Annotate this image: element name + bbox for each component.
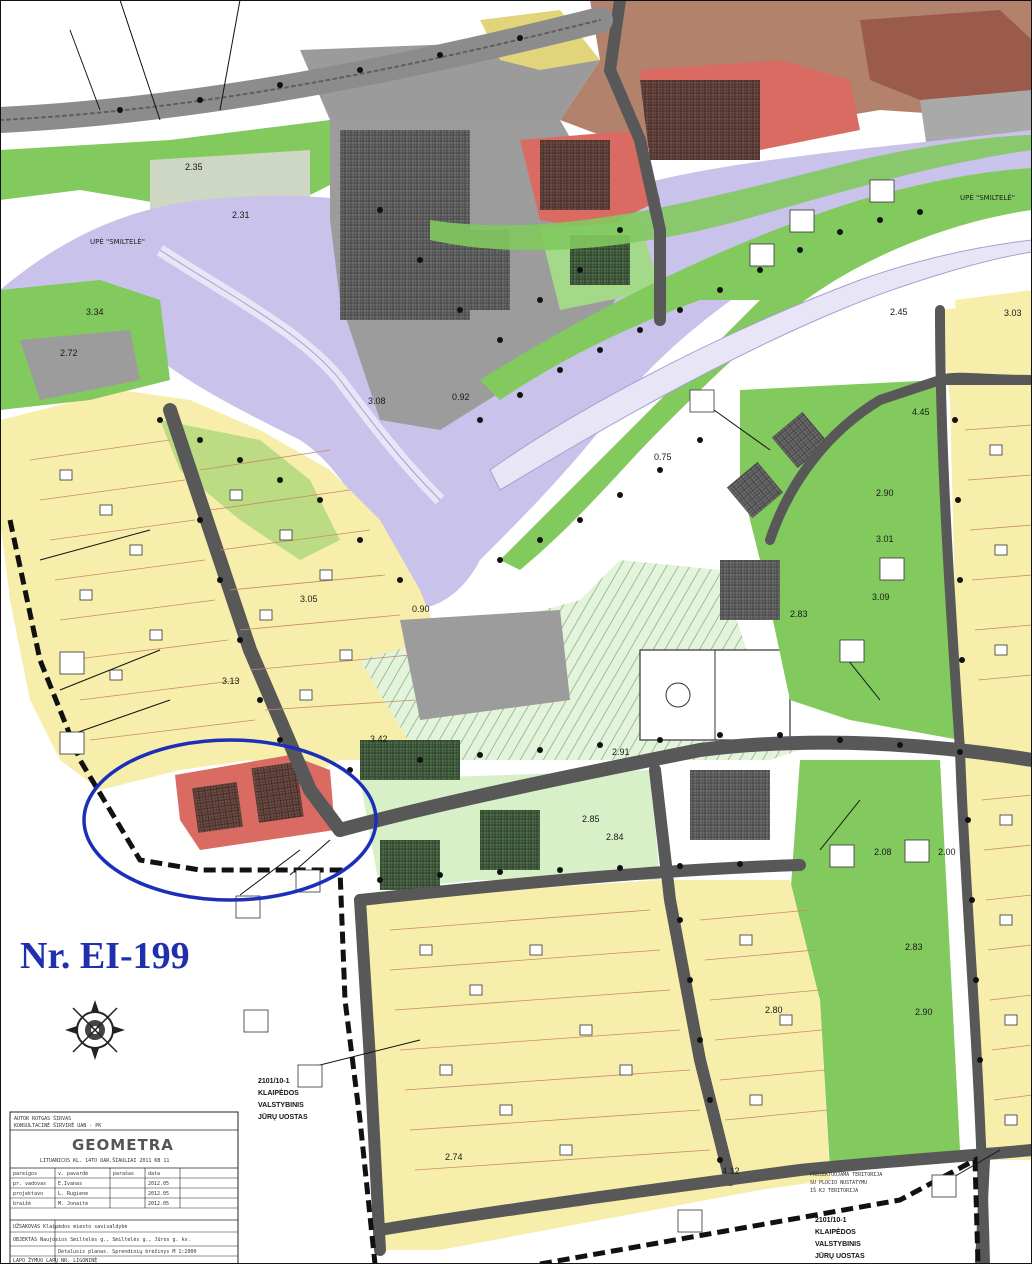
svg-text:KLAIPĖDOS: KLAIPĖDOS	[258, 1089, 299, 1097]
compass-icon	[65, 1000, 125, 1060]
svg-text:2.45: 2.45	[890, 307, 908, 317]
svg-text:2.31: 2.31	[232, 210, 250, 220]
svg-text:LAPO ŽYMUO LAPŲ NR. LIGONINĖ: LAPO ŽYMUO LAPŲ NR. LIGONINĖ	[13, 1256, 97, 1264]
svg-text:3.08: 3.08	[368, 396, 386, 406]
highlighted-plot	[175, 755, 335, 850]
svg-text:2.91: 2.91	[612, 747, 630, 757]
svg-text:L. Rugiene: L. Rugiene	[58, 1191, 88, 1197]
project-note: PROJEKTUOJAMA TERITORIJA SU PLOCIO NUSTA…	[810, 1172, 882, 1194]
svg-text:GEOMETRA: GEOMETRA	[72, 1136, 174, 1154]
svg-text:JŪRŲ UOSTAS: JŪRŲ UOSTAS	[815, 1252, 865, 1260]
svg-text:LITUANICOS KL. 14TO DAR.ŠIAULI: LITUANICOS KL. 14TO DAR.ŠIAULIAI 2011 KB…	[40, 1157, 169, 1164]
svg-text:E.Ivanas: E.Ivanas	[58, 1181, 82, 1187]
small-buildings	[59, 444, 1018, 1156]
svg-text:2.85: 2.85	[582, 814, 600, 824]
svg-text:2.00: 2.00	[938, 847, 956, 857]
svg-text:KLAIPĖDOS: KLAIPĖDOS	[815, 1228, 856, 1236]
south-residential	[360, 880, 830, 1250]
svg-text:2101/10-1: 2101/10-1	[815, 1217, 847, 1224]
plan-number-label: Nr. EI-199	[20, 935, 190, 977]
svg-text:KONSULTACINĖ ŠIRVIRĖ UAB - PK: KONSULTACINĖ ŠIRVIRĖ UAB - PK	[14, 1122, 101, 1129]
svg-text:3.05: 3.05	[300, 594, 318, 604]
highlight-ellipse	[82, 738, 378, 902]
svg-text:SU PLOCIO NUSTATYMU: SU PLOCIO NUSTATYMU	[810, 1180, 867, 1186]
svg-text:2.72: 2.72	[60, 348, 78, 358]
svg-text:3.42: 3.42	[370, 734, 388, 744]
label-boxes	[59, 179, 957, 1233]
svg-text:2.80: 2.80	[765, 1005, 783, 1015]
svg-text:pr. vadovas: pr. vadovas	[13, 1181, 46, 1187]
svg-text:VALSTYBINIS: VALSTYBINIS	[258, 1102, 304, 1109]
svg-text:3.34: 3.34	[86, 307, 104, 317]
riverbank-strips	[156, 135, 1032, 570]
east-residential	[940, 290, 1032, 1160]
area-labels: 3.34 2.72 2.31 2.35 3.08 0.92 0.75 0.90 …	[60, 162, 1022, 1176]
svg-text:2.90: 2.90	[876, 488, 894, 498]
svg-text:UŽSAKOVAS Klaipėdos miesto sa: UŽSAKOVAS Klaipėdos miesto savivaldybė	[13, 1222, 127, 1230]
svg-text:M. Jonaitė: M. Jonaitė	[58, 1201, 88, 1207]
park-zone	[360, 380, 960, 1170]
svg-text:2.90: 2.90	[915, 1007, 933, 1017]
svg-text:PROJEKTUOJAMA TERITORIJA: PROJEKTUOJAMA TERITORIJA	[810, 1172, 882, 1178]
svg-text:braižė: braižė	[13, 1200, 31, 1207]
svg-text:2012.05: 2012.05	[148, 1181, 169, 1187]
survey-markers	[117, 35, 983, 1163]
svg-text:data: data	[148, 1171, 160, 1177]
svg-text:parašas: parašas	[113, 1170, 134, 1177]
svg-text:2.74: 2.74	[445, 1152, 463, 1162]
svg-text:4.12: 4.12	[722, 1166, 740, 1176]
title-block: AUTOR ROTGAS ŠIRVAS KONSULTACINĖ ŠIRVIRĖ…	[9, 1111, 239, 1264]
svg-text:v. pavardė: v. pavardė	[58, 1171, 88, 1177]
place-label-west: 2101/10-1 KLAIPĖDOS VALSTYBINIS JŪRŲ UOS…	[258, 1078, 308, 1121]
svg-text:3.03: 3.03	[1004, 308, 1022, 318]
svg-text:IŠ KJ TERITORIJA: IŠ KJ TERITORIJA	[810, 1187, 858, 1194]
svg-text:0.92: 0.92	[452, 392, 470, 402]
svg-text:2.83: 2.83	[790, 609, 808, 619]
river-label-east: UPĖ "SMILTELĖ"	[960, 193, 1015, 202]
svg-text:0.90: 0.90	[412, 604, 430, 614]
svg-text:2012.05: 2012.05	[148, 1201, 169, 1207]
river-label-west: UPĖ "SMILTELĖ"	[90, 237, 145, 246]
svg-text:0.75: 0.75	[654, 452, 672, 462]
svg-text:4.45: 4.45	[912, 407, 930, 417]
svg-text:pareigos: pareigos	[13, 1171, 37, 1177]
svg-text:3.01: 3.01	[876, 534, 894, 544]
svg-text:3.13: 3.13	[222, 676, 240, 686]
place-label-south: 2101/10-1 KLAIPĖDOS VALSTYBINIS JŪRŲ UOS…	[815, 1217, 865, 1260]
svg-text:2.83: 2.83	[905, 942, 923, 952]
plot-lines	[29, 424, 1032, 1171]
svg-text:Detalusis planas. Sprendinių b: Detalusis planas. Sprendinių brėžinys M …	[58, 1248, 196, 1255]
svg-text:2012.05: 2012.05	[148, 1191, 169, 1197]
svg-text:AUTOR ROTGAS ŠIRVAS: AUTOR ROTGAS ŠIRVAS	[14, 1115, 71, 1122]
svg-text:2.84: 2.84	[606, 832, 624, 842]
svg-text:VALSTYBINIS: VALSTYBINIS	[815, 1241, 861, 1248]
svg-text:2101/10-1: 2101/10-1	[258, 1078, 290, 1085]
svg-text:JŪRŲ UOSTAS: JŪRŲ UOSTAS	[258, 1113, 308, 1121]
svg-text:projektavo: projektavo	[13, 1191, 43, 1197]
svg-text:2.08: 2.08	[874, 847, 892, 857]
plan-boundary	[7, 519, 981, 1264]
svg-text:2.35: 2.35	[185, 162, 203, 172]
svg-text:3.09: 3.09	[872, 592, 890, 602]
svg-text:OBJEKTAS Naujosios Smiltelės: OBJEKTAS Naujosios Smiltelės g., Smiltel…	[13, 1237, 191, 1243]
